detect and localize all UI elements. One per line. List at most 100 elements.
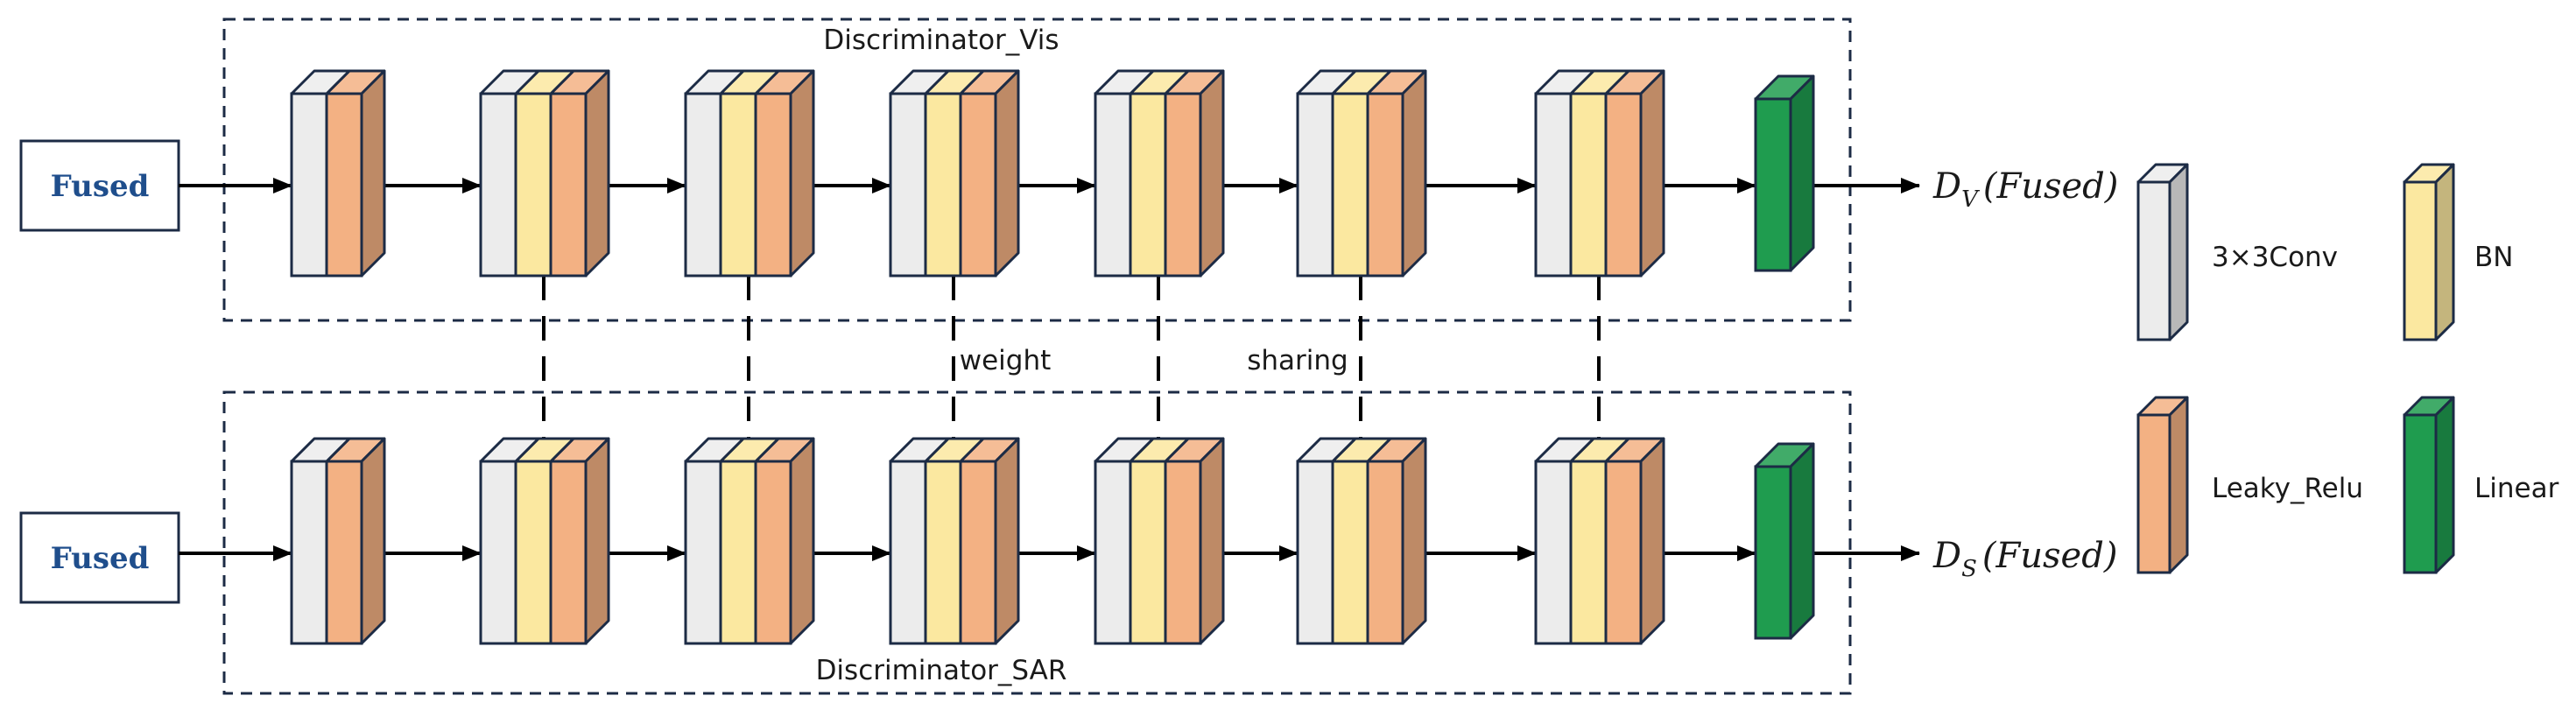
legend-label-conv: 3×3Conv [2212,242,2338,273]
vis-stage-7-side-face [1639,69,1665,278]
branch-frame-sar [222,390,1852,695]
vis-stage-8 [1754,74,1815,272]
svg-text:DV(Fused): DV(Fused) [1932,166,2118,213]
vis-stage-2-bn-layer [514,92,553,278]
vis-stage-6-bn-layer [1331,92,1369,278]
sar-stage-2 [479,437,610,645]
sar-stage-6-conv-layer [1296,460,1334,645]
legend-labels: 3×3Conv BN Leaky_Relu Linear [2212,242,2559,504]
sar-stage-2-leaky-layer [549,460,588,645]
fused-input-vis-label: Fused [51,169,150,204]
blocks-layer [290,69,1815,645]
vis-stage-6-leaky-layer [1366,92,1404,278]
sar-stage-1 [290,437,386,645]
vis-stage-8-linear-layer [1754,97,1792,272]
sar-stage-3-side-face [789,437,815,645]
sar-stage-3-bn-layer [719,460,757,645]
output-symbol-sar: D [1932,536,1961,576]
vis-stage-4 [889,69,1020,278]
sar-stage-5-side-face [1199,437,1225,645]
vis-stage-2-leaky-layer [549,92,588,278]
branch-title-vis: Discriminator_Vis [823,25,1059,56]
sar-stage-5 [1094,437,1225,645]
vis-stage-3-side-face [789,69,815,278]
weight-sharing-label-weight: weight [960,345,1052,376]
sar-stage-6-leaky-layer [1366,460,1404,645]
vis-stage-1-side-face [360,69,386,278]
sar-stage-4-bn-layer [924,460,962,645]
vis-stage-8-side-face [1789,74,1815,272]
sar-stage-7-leaky-layer [1604,460,1643,645]
sar-stage-3-leaky-layer [754,460,792,645]
legend-label-bn: BN [2474,242,2513,273]
sar-stage-2-conv-layer [479,460,517,645]
sar-stage-4-conv-layer [889,460,927,645]
sar-stage-2-side-face [584,437,610,645]
vis-stage-3-conv-layer [684,92,722,278]
vis-stage-4-conv-layer [889,92,927,278]
conv-layer-icon [2136,163,2189,341]
vis-stage-6-conv-layer [1296,92,1334,278]
fused-input-sar: Fused [19,511,180,604]
sar-stage-4-leaky-layer [959,460,997,645]
sar-stage-1-side-face [360,437,386,645]
bn-layer-icon [2403,163,2455,341]
sar-stage-1-conv-layer [290,460,328,645]
sar-stage-8-linear-layer [1754,465,1792,640]
vis-stage-3-bn-layer [719,92,757,278]
sar-stage-5-leaky-layer [1164,460,1202,645]
sar-stage-6-bn-layer [1331,460,1369,645]
sar-stage-3 [684,437,815,645]
vis-stage-6-side-face [1401,69,1427,278]
branch-title-sar: Discriminator_SAR [816,655,1067,686]
vis-stage-1-leaky-layer [325,92,363,278]
fused-input-sar-label: Fused [51,541,150,576]
vis-stage-7 [1534,69,1665,278]
legend-label-linear: Linear [2474,473,2559,504]
output-arg-vis: (Fused) [1983,166,2119,207]
linear-layer-icon [2403,396,2455,574]
weight-sharing-label-sharing: sharing [1247,345,1348,376]
svg-text:DS(Fused): DS(Fused) [1932,536,2117,582]
sar-stage-7-side-face [1639,437,1665,645]
output-label-vis: DV(Fused) [1932,166,2118,213]
sar-stage-8 [1754,442,1815,640]
vis-stage-3-leaky-layer [754,92,792,278]
flow-layer [179,178,1920,561]
leaky-relu-layer-icon [2136,396,2189,574]
branch-frame-vis [222,18,1852,322]
sar-stage-3-conv-layer [684,460,722,645]
output-label-sar: DS(Fused) [1932,536,2117,582]
output-subscript-vis: V [1961,186,1980,213]
sar-stage-5-bn-layer [1129,460,1167,645]
vis-stage-5 [1094,69,1225,278]
vis-stage-2 [479,69,610,278]
sar-stage-4 [889,437,1020,645]
vis-stage-3 [684,69,815,278]
vis-stage-5-leaky-layer [1164,92,1202,278]
vis-stage-1-conv-layer [290,92,328,278]
vis-stage-6 [1296,69,1427,278]
output-arg-sar: (Fused) [1982,536,2118,576]
output-subscript-sar: S [1961,556,1977,582]
vis-stage-7-conv-layer [1534,92,1573,278]
vis-stage-7-leaky-layer [1604,92,1643,278]
vis-stage-5-side-face [1199,69,1225,278]
legend [2136,163,2455,574]
vis-stage-2-conv-layer [479,92,517,278]
vis-stage-5-conv-layer [1094,92,1132,278]
sar-stage-6 [1296,437,1427,645]
sar-stage-7 [1534,437,1665,645]
vis-stage-4-side-face [994,69,1020,278]
sar-stage-1-leaky-layer [325,460,363,645]
sar-stage-7-conv-layer [1534,460,1573,645]
fused-input-vis: Fused [19,139,180,232]
vis-stage-5-bn-layer [1129,92,1167,278]
sar-stage-4-side-face [994,437,1020,645]
vis-stage-4-bn-layer [924,92,962,278]
output-symbol-vis: D [1932,166,1961,207]
legend-label-leaky-relu: Leaky_Relu [2212,473,2363,504]
sar-stage-8-side-face [1789,442,1815,640]
sar-stage-2-bn-layer [514,460,553,645]
